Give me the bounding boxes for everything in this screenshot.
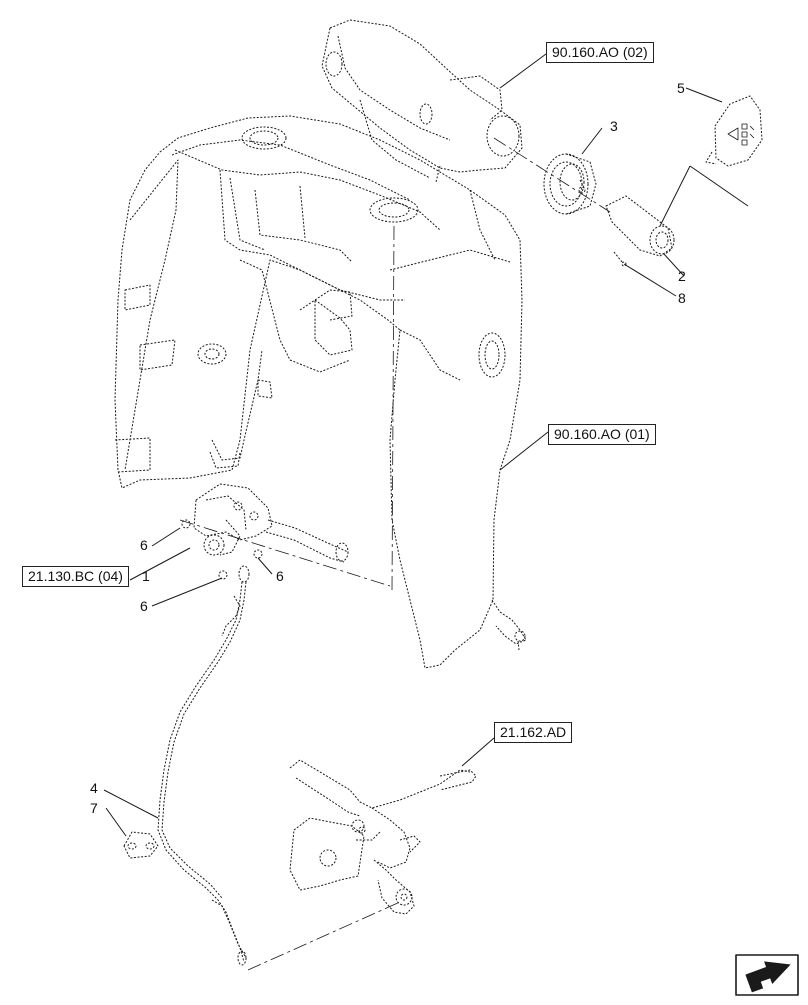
callout-6-lower: 6 [140, 598, 148, 614]
callout-7: 7 [90, 800, 98, 816]
leader-lines [103, 53, 749, 837]
callout-3: 3 [610, 118, 618, 134]
direction-arrow-icon [735, 954, 799, 996]
center-lines [179, 137, 611, 971]
reference-shift-assembly[interactable]: 21.130.BC (04) [22, 566, 129, 587]
shift-boot [543, 153, 597, 215]
shift-cable [157, 565, 250, 966]
gear-knob [605, 195, 675, 257]
callout-2: 2 [678, 268, 686, 284]
knob-cap [705, 95, 763, 167]
reference-linkage[interactable]: 21.162.AD [494, 722, 573, 743]
callout-6-upper: 6 [140, 537, 148, 553]
callout-1: 1 [142, 568, 150, 584]
callout-8: 8 [678, 290, 686, 306]
shift-pattern-icon [727, 123, 755, 146]
shift-lever-assembly [193, 483, 349, 563]
callout-5: 5 [677, 80, 685, 96]
console-housing [114, 115, 527, 669]
bolts [181, 519, 263, 580]
retaining-pin [613, 251, 627, 267]
reference-console-upper[interactable]: 90.160.AO (02) [546, 42, 654, 63]
callout-4: 4 [90, 780, 98, 796]
callout-6-right: 6 [276, 568, 284, 584]
transmission-linkage [289, 759, 477, 915]
grommet [123, 831, 159, 859]
reference-console-main[interactable]: 90.160.AO (01) [548, 424, 656, 445]
upper-handle-assembly [321, 19, 523, 183]
